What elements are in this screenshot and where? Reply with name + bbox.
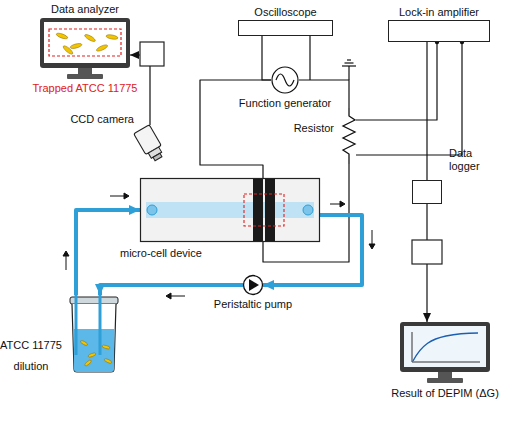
wire — [426, 42, 427, 180]
node-label: Lock-in amplifier — [399, 6, 479, 19]
ground-symbol — [342, 60, 356, 80]
node-label: Data analyzer — [51, 3, 119, 16]
ccd-camera: CCD camera — [136, 125, 164, 163]
peristaltic-pump-shape — [243, 275, 263, 295]
node-label: Function generator — [239, 97, 331, 110]
callout-label: Trapped ATCC 11775 — [33, 82, 138, 95]
node-label: ATCC 11775 dilution — [0, 335, 62, 377]
function-generator-shape — [271, 66, 299, 94]
data-logger-box: Data logger — [412, 180, 442, 204]
wire — [358, 42, 437, 120]
node-label: Resistor — [294, 122, 334, 135]
beaker: ATCC 11775 dilution — [68, 295, 120, 373]
node-label: Data logger — [449, 147, 489, 172]
monitor: Result of DEPIM (ΔG) — [400, 322, 490, 384]
peristaltic-pump: Peristaltic pump — [243, 275, 263, 295]
wire — [358, 42, 462, 155]
monitor-shape — [400, 322, 490, 384]
micro-cell-device: micro-cell device — [140, 178, 320, 242]
wire — [200, 80, 271, 178]
micro-cell-device-shape — [140, 178, 320, 242]
resistor-symbol-shape — [340, 108, 358, 164]
node-label: Oscilloscope — [254, 6, 316, 19]
node-label: Result of DEPIM (ΔG) — [391, 387, 499, 400]
lock-in-box: Lock-in amplifier — [388, 20, 490, 42]
monitor: Data analyzerTrapped ATCC 11775 — [40, 18, 130, 80]
node-label: micro-cell device — [120, 247, 202, 260]
resistor-symbol: Resistor — [340, 108, 358, 164]
camera-controller — [140, 42, 164, 66]
node-label: CCD camera — [70, 113, 134, 126]
monitor-shape — [40, 18, 130, 80]
wire — [309, 36, 310, 80]
oscilloscope-box: Oscilloscope — [238, 20, 333, 36]
wire — [262, 36, 271, 80]
logger-box — [412, 240, 442, 264]
node-label: Peristaltic pump — [214, 298, 292, 311]
function-generator: Function generator — [271, 66, 299, 94]
ccd-camera-shape — [136, 125, 164, 163]
beaker-shape — [68, 295, 120, 373]
flow-arrow — [63, 193, 375, 299]
